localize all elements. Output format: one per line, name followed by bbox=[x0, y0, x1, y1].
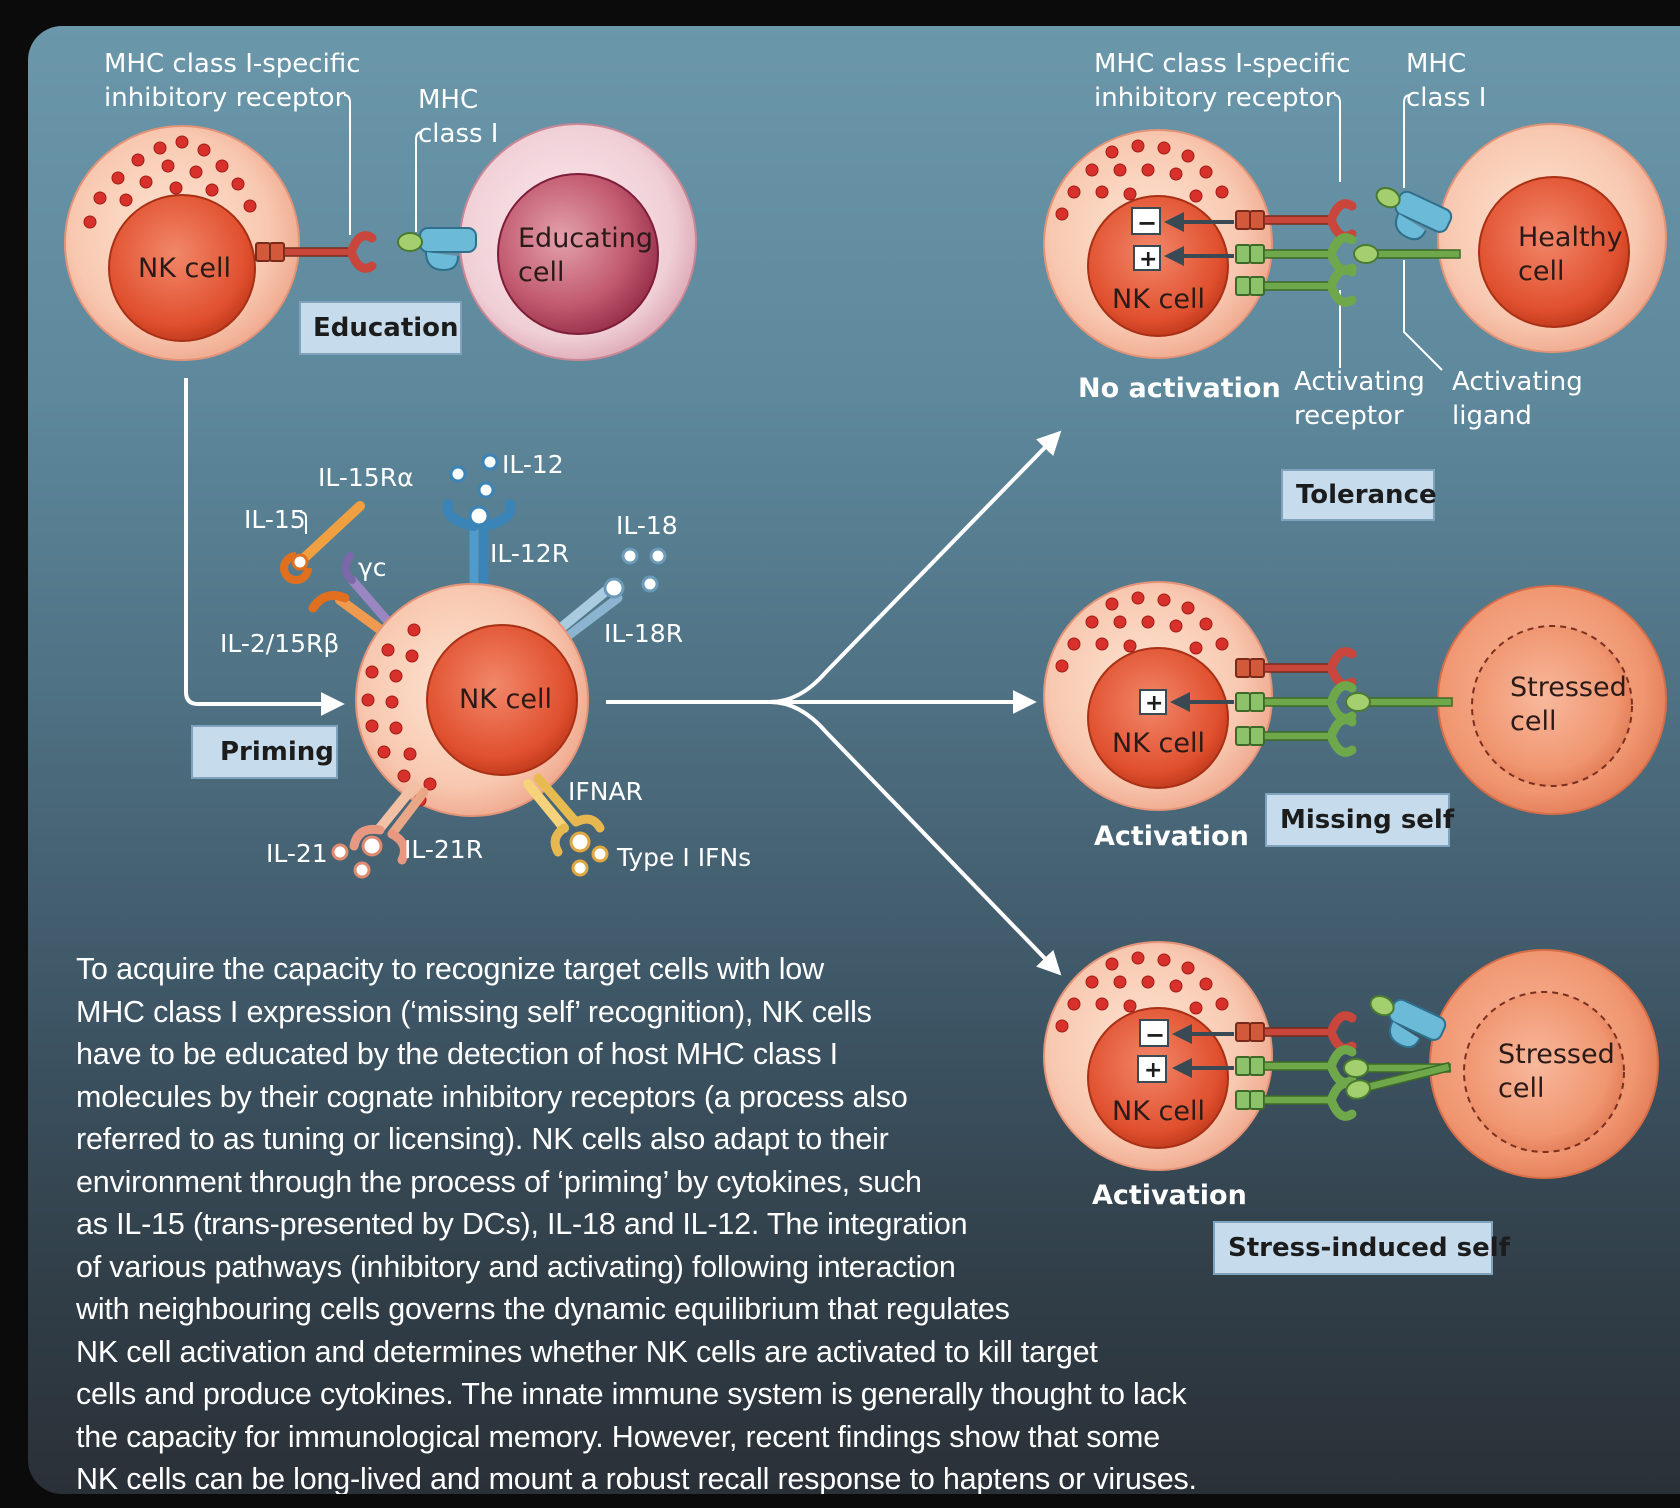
mhc-class-i-label-line1: MHC bbox=[1406, 49, 1466, 79]
nk-cell-nucleus bbox=[1088, 648, 1228, 788]
caption-text: To acquire the capacity to recognize tar… bbox=[76, 948, 1256, 1494]
il12r-label: IL-12R bbox=[490, 539, 569, 568]
ifnar-label: IFNAR bbox=[568, 777, 643, 806]
figure-panel: MHC class I-specific inhibitory receptor… bbox=[28, 26, 1680, 1494]
caption-line: the capacity for immunological memory. H… bbox=[76, 1416, 1256, 1459]
activation-label: Activation bbox=[1094, 821, 1249, 852]
nk-cell-label: NK cell bbox=[1112, 284, 1205, 315]
il12-label: IL-12 bbox=[502, 450, 564, 479]
mhc-class-i-label-line1: MHC bbox=[418, 85, 478, 115]
caption-line: environment through the process of ‘prim… bbox=[76, 1161, 1256, 1204]
missing-self-label: Missing self bbox=[1280, 805, 1455, 835]
caption-line: NK cells can be long-lived and mount a r… bbox=[76, 1458, 1256, 1494]
il15ra-label: IL-15Rα bbox=[318, 463, 414, 492]
tolerance-label: Tolerance bbox=[1296, 480, 1437, 510]
educating-cell-nucleus bbox=[498, 174, 658, 334]
il18-label: IL-18 bbox=[616, 511, 678, 540]
plus-sign: + bbox=[1139, 247, 1157, 272]
nk-cell-label: NK cell bbox=[459, 684, 552, 715]
stressed-cell-nucleus bbox=[1464, 992, 1624, 1152]
educating-cell-label-line2: cell bbox=[518, 257, 564, 288]
caption-line: of various pathways (inhibitory and acti… bbox=[76, 1246, 1256, 1289]
education-label: Education bbox=[313, 313, 459, 343]
educating-cell-label-line1: Educating bbox=[518, 223, 653, 254]
missing-self-panel: NK cell + Stressed cell Activation Missi… bbox=[1044, 582, 1666, 852]
caption-line: To acquire the capacity to recognize tar… bbox=[76, 948, 1256, 991]
il15-complex: IL-15Rα IL-15 bbox=[244, 463, 414, 580]
priming-label: Priming bbox=[220, 737, 334, 767]
stressed-cell-label-line2: cell bbox=[1498, 1073, 1544, 1104]
nk-cell-label: NK cell bbox=[138, 253, 231, 284]
caption-line: have to be educated by the detection of … bbox=[76, 1033, 1256, 1076]
mhc-class-i-label-line2: class I bbox=[1406, 83, 1486, 113]
caption-line: as IL-15 (trans-presented by DCs), IL-18… bbox=[76, 1203, 1256, 1246]
activating-receptor-label-line2: receptor bbox=[1294, 401, 1404, 431]
activating-receptor-label-line1: Activating bbox=[1294, 367, 1425, 397]
caption-line: MHC class I expression (‘missing self’ r… bbox=[76, 991, 1256, 1034]
il21-label: IL-21 bbox=[266, 839, 328, 868]
ifnar-receptor-icon: IFNAR Type I IFNs bbox=[528, 777, 751, 875]
activating-ligand-label-line2: ligand bbox=[1452, 401, 1532, 431]
mhc-inhibitory-receptor-label-line2: inhibitory receptor bbox=[104, 83, 346, 113]
il12-receptor-icon: IL-12 IL-12R bbox=[448, 450, 570, 594]
minus-sign: − bbox=[1137, 209, 1157, 237]
mhc-inhibitory-receptor-label-line2: inhibitory receptor bbox=[1094, 83, 1336, 113]
type1-ifns-label: Type I IFNs bbox=[616, 843, 751, 872]
no-activation-label: No activation bbox=[1078, 373, 1281, 404]
mhc-class-i-label-line2: class I bbox=[418, 119, 498, 149]
il18-receptor-icon: IL-18 IL-18R bbox=[556, 511, 683, 648]
stressed-cell-label-line1: Stressed bbox=[1498, 1039, 1615, 1070]
il2-15rb-label: IL-2/15Rβ bbox=[220, 629, 339, 658]
caption-line: cells and produce cytokines. The innate … bbox=[76, 1373, 1256, 1416]
mhc-inhibitory-receptor-label-line1: MHC class I-specific bbox=[104, 49, 361, 79]
nk-cell-label: NK cell bbox=[1112, 728, 1205, 759]
healthy-cell-label-line2: cell bbox=[1518, 256, 1564, 287]
activating-ligand-icon bbox=[1346, 693, 1452, 711]
il15-label: IL-15 bbox=[244, 505, 306, 534]
education-panel: MHC class I-specific inhibitory receptor… bbox=[65, 49, 696, 360]
stressed-cell-label-line1: Stressed bbox=[1510, 672, 1627, 703]
caption-line: molecules by their cognate inhibitory re… bbox=[76, 1076, 1256, 1119]
caption-line: referred to as tuning or licensing). NK … bbox=[76, 1118, 1256, 1161]
priming-panel: IL-15Rα IL-15 γc IL-2/15Rβ IL-12 IL-12R bbox=[192, 450, 751, 877]
plus-sign: + bbox=[1145, 691, 1163, 716]
activating-ligand-label-line1: Activating bbox=[1452, 367, 1583, 397]
stress-induced-self-label: Stress-induced self bbox=[1228, 1233, 1511, 1263]
leader-line bbox=[344, 95, 350, 235]
caption-line: NK cell activation and determines whethe… bbox=[76, 1331, 1256, 1374]
stressed-cell-label-line2: cell bbox=[1510, 706, 1556, 737]
gamma-c-label: γc bbox=[358, 553, 387, 582]
healthy-cell-label-line1: Healthy bbox=[1518, 222, 1623, 253]
mhc-inhibitory-receptor-label-line1: MHC class I-specific bbox=[1094, 49, 1351, 79]
il18r-label: IL-18R bbox=[604, 619, 683, 648]
caption-line: with neighbouring cells governs the dyna… bbox=[76, 1288, 1256, 1331]
il21r-label: IL-21R bbox=[404, 835, 483, 864]
tolerance-panel: MHC class I-specific inhibitory receptor… bbox=[1044, 49, 1666, 520]
